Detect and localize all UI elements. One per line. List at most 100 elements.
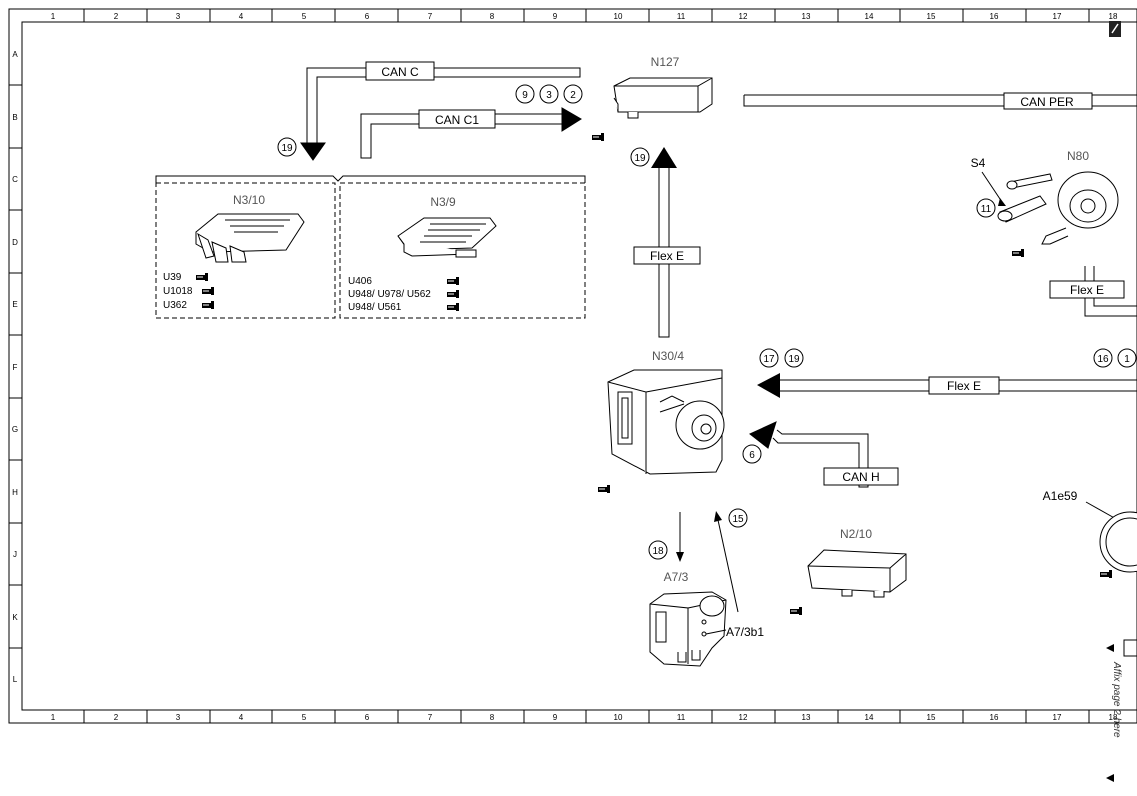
s4-leader-tip (998, 198, 1006, 206)
can-h-label-box (823, 467, 899, 486)
grid-col: 18 (1109, 12, 1118, 21)
grid-col-bottom: 1 (51, 713, 56, 722)
hand-pointer-icon[interactable] (592, 133, 604, 141)
n80-label: N80 (1067, 149, 1089, 163)
grid-col: 6 (365, 12, 370, 21)
grid-col-bottom: 11 (677, 713, 686, 722)
hand-pointer-icon[interactable] (447, 277, 459, 285)
grid-col: 8 (490, 12, 495, 21)
circled-number: 16 (1097, 354, 1109, 365)
grid-col: 17 (1053, 12, 1062, 21)
hand-pointer-icon[interactable] (1100, 570, 1112, 578)
can-h-bus (749, 421, 869, 488)
circled-ref (728, 508, 748, 528)
can-h-label: CAN H (842, 470, 879, 484)
circled-number: 19 (788, 354, 800, 365)
n3-9-ref: U948/ U561 (348, 302, 402, 313)
grid-col-bottom: 10 (614, 713, 623, 722)
n3-9-ref: U948/ U978/ U562 (348, 289, 431, 300)
circled-number: 9 (522, 90, 528, 101)
grid-col-bottom: 13 (802, 713, 811, 722)
grid-col-bottom: 12 (739, 713, 748, 722)
circled-ref (976, 198, 996, 218)
zoom-icon[interactable] (1109, 21, 1121, 37)
can-c-bus (300, 67, 581, 161)
grid-col-bottom: 17 (1053, 713, 1062, 722)
affix-marker-top (1106, 644, 1114, 652)
circled-ref (648, 540, 668, 560)
grid-col-bottom: 15 (927, 713, 936, 722)
grid-col-bottom: 6 (365, 713, 370, 722)
s4-leader (981, 171, 1003, 203)
circled-ref (784, 348, 804, 368)
circled-ref (1117, 348, 1137, 368)
grid-row: E (12, 300, 17, 309)
a7-3b1-leader (705, 629, 727, 635)
grid-row: G (12, 425, 18, 434)
hand-pointer-icon[interactable] (447, 290, 459, 298)
n3-10-label: N3/10 (233, 193, 265, 207)
circled-ref (759, 348, 779, 368)
flex-e-horizontal-label-box (928, 376, 1000, 395)
n127-module (613, 77, 713, 119)
hand-pointer-icon[interactable] (1012, 249, 1024, 257)
can-per-label-box (1003, 92, 1093, 110)
a7-3-up-arrow (714, 511, 722, 522)
circled-number: 19 (634, 153, 646, 164)
grid-row: F (13, 363, 18, 372)
grid-col: 9 (553, 12, 558, 21)
grid-col: 7 (428, 12, 433, 21)
a1e59-label: A1e59 (1043, 489, 1078, 503)
grid-column-labels: 1 2 3 4 5 6 7 8 9 10 11 12 13 14 15 16 1… (51, 12, 1118, 722)
can-c1-label: CAN C1 (435, 113, 479, 127)
a7-3-up-line (717, 519, 739, 613)
page-marker-box (1123, 639, 1137, 657)
s4-label: S4 (971, 156, 986, 170)
grid-col: 2 (114, 12, 119, 21)
hand-pointer-icon[interactable] (447, 303, 459, 311)
flex-e-left-arrow (757, 373, 780, 398)
grid-col: 4 (239, 12, 244, 21)
circled-number: 11 (981, 204, 992, 215)
grid-col: 13 (802, 12, 811, 21)
grid-col: 15 (927, 12, 936, 21)
n2-10-module (807, 549, 907, 598)
hand-pointer-icon[interactable] (790, 607, 802, 615)
n127-label: N127 (651, 55, 680, 69)
grid-col-bottom: 4 (239, 713, 244, 722)
grid-col: 3 (176, 12, 181, 21)
hand-pointer-icon[interactable] (196, 273, 208, 281)
a7-3b1-label: A7/3b1 (726, 625, 764, 639)
hand-pointer-icon[interactable] (202, 301, 214, 309)
a7-3-down-arrow (676, 552, 684, 562)
a7-3-label: A7/3 (664, 570, 689, 584)
grid-frame (8, 8, 1137, 724)
grid-col-bottom: 8 (490, 713, 495, 722)
grid-col-bottom: 7 (428, 713, 433, 722)
n30-4-abs-unit (607, 369, 725, 475)
hand-pointer-icon[interactable] (598, 485, 610, 493)
n3-10-ref: U362 (163, 300, 187, 311)
grid-row: C (12, 175, 18, 184)
grid-col: 5 (302, 12, 307, 21)
grid-col: 14 (865, 12, 874, 21)
grid-col-bottom: 9 (553, 713, 558, 722)
a1e59-warning-lamp (1099, 511, 1137, 573)
can-per-label: CAN PER (1020, 95, 1074, 109)
circled-ref (630, 147, 650, 167)
n3-10-ref: U1018 (163, 286, 193, 297)
flex-e-label: Flex E (650, 249, 684, 263)
n80-steering-column-module (997, 171, 1119, 245)
flex-e-right-label: Flex E (1070, 283, 1104, 297)
hand-pointer-icon[interactable] (202, 287, 214, 295)
grid-col-bottom: 16 (990, 713, 999, 722)
flex-e-up-arrow (651, 147, 677, 168)
grid-col-bottom: 14 (865, 713, 874, 722)
n3-10-ecu (195, 213, 305, 263)
grid-row: J (13, 550, 17, 559)
circled-number: 1 (1124, 354, 1130, 365)
flex-e-right-label-box (1049, 280, 1125, 299)
can-c1-label-box (418, 109, 496, 129)
grid-row-labels: A B C D E F G H J K L (12, 50, 18, 684)
